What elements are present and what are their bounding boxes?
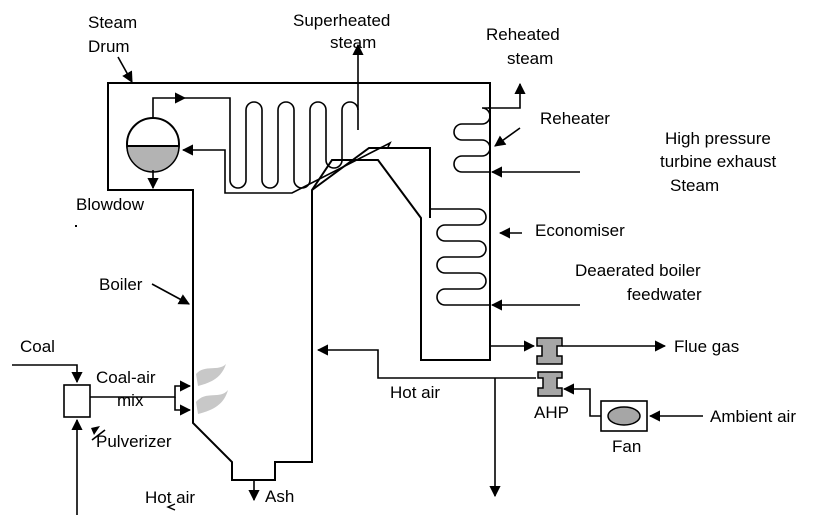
label-steam: Steam xyxy=(88,13,137,32)
air-preheater xyxy=(536,337,563,397)
label-drum: Drum xyxy=(88,37,130,56)
pulverizer xyxy=(63,384,91,418)
label-hp-1: High pressure xyxy=(665,129,771,148)
burner-bottom-arrow xyxy=(174,397,192,416)
drum-to-superheater-arrow xyxy=(152,92,187,118)
label-mix: mix xyxy=(117,391,144,410)
pulverizer-pointer-head xyxy=(91,426,100,435)
label-ahp: AHP xyxy=(534,403,569,422)
burner-top-arrow xyxy=(90,380,192,398)
label-ash: Ash xyxy=(265,487,294,506)
label-blowdown: Blowdow xyxy=(76,195,145,214)
label-coal-air: Coal-air xyxy=(96,368,156,387)
fan xyxy=(600,400,648,432)
reheater-coil xyxy=(453,107,491,173)
fan-to-ahp-arrow xyxy=(562,383,601,417)
label-coal: Coal xyxy=(20,337,55,356)
steam-drum-pointer xyxy=(117,56,133,83)
pulverizer-pointer xyxy=(91,429,106,441)
hot-air-to-boiler-arrow xyxy=(316,344,536,379)
label-pulverizer: Pulverizer xyxy=(96,432,172,451)
blowdown-dot xyxy=(75,225,77,227)
coal-feed-arrow xyxy=(12,364,83,384)
label-hp-2: turbine exhaust xyxy=(660,152,777,171)
label-reheated: Reheated xyxy=(486,25,560,44)
economiser-to-drum-arrow xyxy=(181,141,392,194)
steam-drum xyxy=(126,117,180,173)
boiler-pointer xyxy=(151,283,190,305)
reheater-pointer xyxy=(494,127,521,147)
label-economiser: Economiser xyxy=(535,221,625,240)
label-hp-3: Steam xyxy=(670,176,719,195)
label-feedwater-1: Deaerated boiler xyxy=(575,261,701,280)
label-flue-gas: Flue gas xyxy=(674,337,739,356)
label-superheated: Superheated xyxy=(293,11,390,30)
superheater-coil xyxy=(185,97,359,189)
label-reheated-steam: steam xyxy=(507,49,553,68)
label-hot-air-bottom: Hot air xyxy=(145,488,195,507)
reheated-steam-arrow xyxy=(488,82,526,109)
hot-air-small-arrow xyxy=(166,503,176,511)
label-fan: Fan xyxy=(612,437,641,456)
label-ambient-air: Ambient air xyxy=(710,407,796,426)
label-feedwater-2: feedwater xyxy=(627,285,702,304)
label-boiler: Boiler xyxy=(99,275,143,294)
label-reheater: Reheater xyxy=(540,109,610,128)
flame-icons xyxy=(196,364,228,414)
label-hot-air-mid: Hot air xyxy=(390,383,440,402)
label-superheated-steam: steam xyxy=(330,33,376,52)
economiser-coil xyxy=(430,208,490,306)
